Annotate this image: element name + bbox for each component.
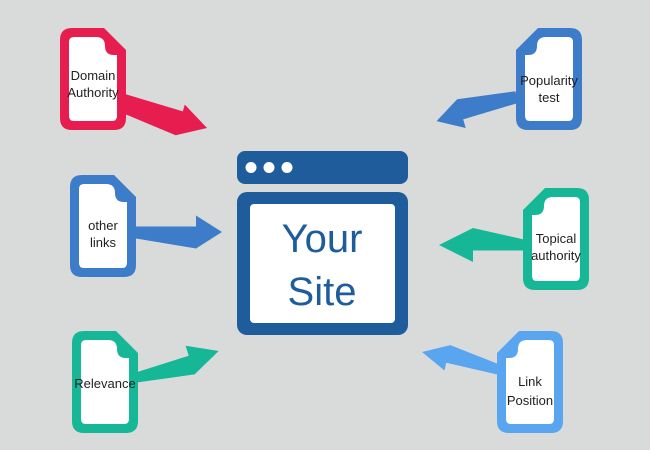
doc-domain-authority: Domain Authority <box>60 28 126 130</box>
doc-other-links: other links <box>70 175 136 277</box>
browser-content-area <box>250 204 395 323</box>
doc-label-line1: Relevance <box>74 376 135 391</box>
doc-label-line2: authority <box>531 248 581 263</box>
doc-label-line2: test <box>539 90 560 105</box>
arrow-relevance <box>128 345 219 384</box>
doc-label-line1: Link <box>518 374 542 389</box>
document-page <box>79 184 127 268</box>
document-page <box>506 340 554 424</box>
doc-label-line2: links <box>90 235 117 250</box>
window-dot-icon <box>245 162 257 173</box>
arrow-popularity-test <box>436 91 519 129</box>
doc-label-line1: Popularity <box>520 73 578 88</box>
browser-window: Your Site <box>237 151 408 335</box>
site-title-line1: Your <box>282 217 363 261</box>
site-title-line2: Site <box>288 270 357 314</box>
doc-label-line2: Position <box>507 393 553 408</box>
doc-label-line1: Topical <box>536 231 577 246</box>
arrow-other-links <box>130 215 222 249</box>
doc-popularity-test: Popularity test <box>516 28 582 130</box>
browser-title-bar <box>237 151 408 184</box>
document-page <box>69 37 117 121</box>
arrow-topical-authority <box>439 228 524 262</box>
doc-label-line2: Authority <box>67 85 119 100</box>
doc-label-line1: other <box>88 218 118 233</box>
doc-link-position: Link Position <box>497 331 563 433</box>
arrow-link-position <box>422 345 502 375</box>
arrow-domain-authority <box>114 92 208 136</box>
doc-topical-authority: Topical authority <box>523 188 589 290</box>
document-page <box>525 37 573 121</box>
document-page <box>81 340 129 424</box>
window-dot-icon <box>281 162 293 173</box>
document-page <box>532 197 580 281</box>
doc-relevance: Relevance <box>72 331 138 433</box>
window-dot-icon <box>263 162 275 173</box>
doc-label-line1: Domain <box>71 68 116 83</box>
